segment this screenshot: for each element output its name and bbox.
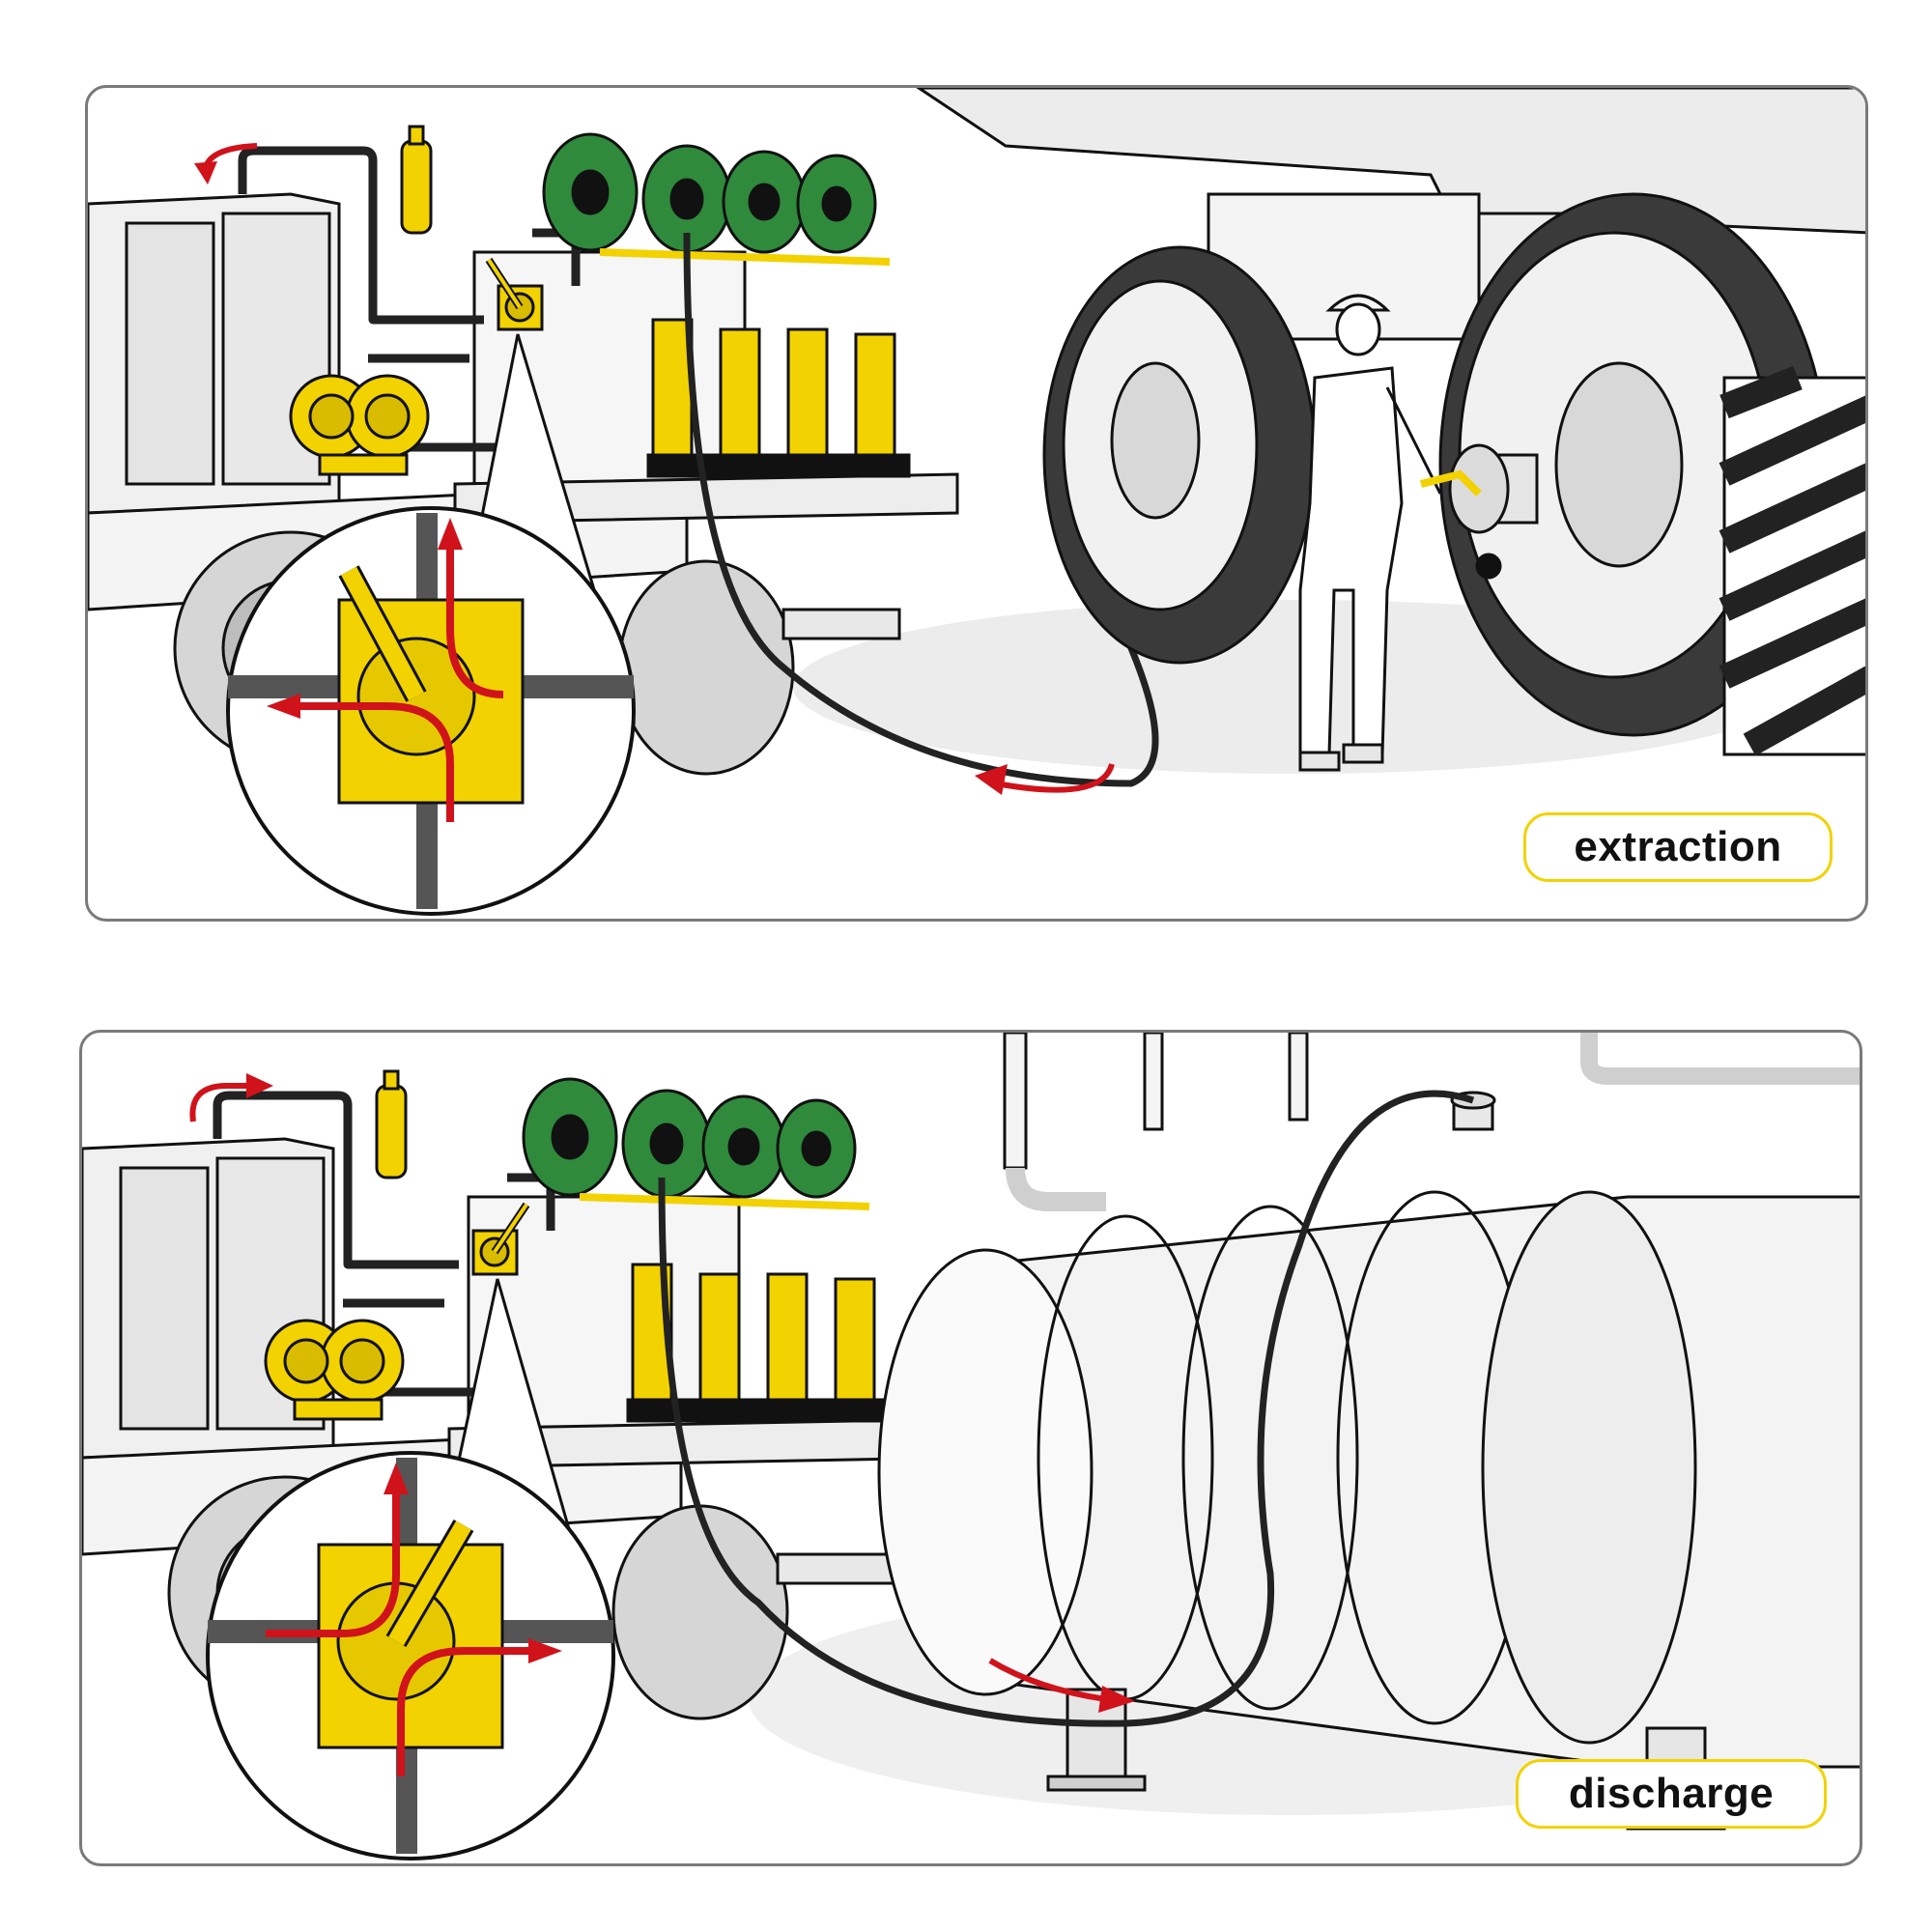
extraction-panel: extraction [85, 85, 1868, 922]
air-diaphragm-pump-icon [289, 374, 430, 476]
hose-reel-icon [796, 154, 877, 254]
hazard-stripe-panel [1719, 365, 1865, 756]
flow-arrow-icon [988, 1658, 1107, 1702]
three-way-valve-icon [485, 257, 544, 331]
flow-arrowhead [975, 764, 1008, 795]
valve-detail-callout [226, 333, 636, 916]
flow-arrow-icon [189, 1083, 251, 1122]
hose-reel-icon [701, 1094, 786, 1199]
storage-tank [877, 1091, 1860, 1831]
dispensing-hose [658, 1090, 1475, 1727]
hose-reels [542, 132, 891, 266]
mode-label-badge: discharge [1516, 1759, 1827, 1829]
three-way-valve-icon [471, 1202, 530, 1276]
flow-arrow-icon [995, 763, 1115, 793]
hose-reel-icon [542, 132, 639, 252]
hose-reel-icon [641, 144, 732, 254]
hose-reel-icon [776, 1098, 857, 1199]
mode-label: discharge [1568, 1770, 1775, 1817]
hose-reel-icon [621, 1089, 712, 1199]
filter-regulator [375, 1069, 408, 1179]
air-diaphragm-pump-icon [264, 1319, 405, 1421]
hose-reel-icon [722, 150, 807, 254]
fuel-nozzle-icon [1420, 469, 1502, 580]
extraction-illustration [88, 88, 1865, 916]
mode-label-badge: extraction [1523, 812, 1833, 882]
hose-reels [522, 1077, 870, 1210]
discharge-panel: discharge [79, 1030, 1862, 1866]
nozzle-holders [646, 318, 911, 478]
filter-regulator [400, 125, 433, 235]
tank-piping [1003, 1033, 1860, 1211]
flow-arrowhead [246, 1073, 273, 1098]
valve-detail-callout [206, 1278, 615, 1861]
mining-truck [916, 88, 1865, 737]
discharge-illustration [82, 1033, 1860, 1861]
mode-label: extraction [1574, 823, 1782, 870]
hose-reel-icon [522, 1077, 618, 1197]
flow-arrowhead [194, 161, 217, 185]
flow-arrowhead [1098, 1686, 1135, 1713]
worker [1298, 294, 1442, 772]
